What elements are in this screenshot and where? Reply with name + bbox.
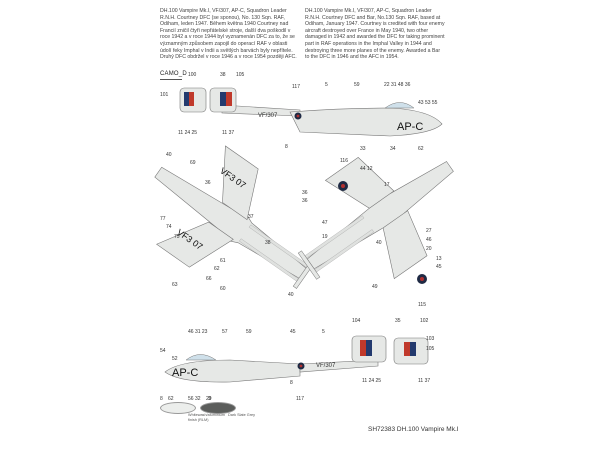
svg-text:60: 60 xyxy=(220,286,226,292)
svg-text:11 37: 11 37 xyxy=(418,378,430,384)
svg-text:8: 8 xyxy=(290,380,293,386)
serial-text: VF/307 xyxy=(258,113,278,119)
svg-text:43 53 55: 43 53 55 xyxy=(418,100,438,106)
svg-text:35: 35 xyxy=(395,318,401,324)
svg-text:19: 19 xyxy=(322,234,328,240)
caption-czech: DH.100 Vampire Mk.I, VF/307, AP-C, Squad… xyxy=(160,8,297,61)
camo-label: CAMO_D xyxy=(160,71,187,77)
svg-text:105: 105 xyxy=(426,346,435,352)
legend-text-2: Dark Slate Grey xyxy=(228,413,256,417)
svg-text:36: 36 xyxy=(205,180,211,186)
svg-text:103: 103 xyxy=(426,336,435,342)
svg-text:8: 8 xyxy=(285,144,288,150)
svg-text:36: 36 xyxy=(302,190,308,196)
svg-text:104: 104 xyxy=(352,318,361,324)
svg-text:27: 27 xyxy=(426,228,432,234)
svg-text:46: 46 xyxy=(426,237,432,243)
legend-swatch-2 xyxy=(200,402,236,414)
footer-title: SH72383 DH.100 Vampire Mk.I xyxy=(368,426,459,433)
top-planform-view: VF3 07 VF3 07 xyxy=(154,145,316,289)
svg-text:62: 62 xyxy=(168,396,174,402)
svg-text:77: 77 xyxy=(160,216,166,222)
svg-text:40: 40 xyxy=(288,292,294,298)
svg-text:VF/307: VF/307 xyxy=(316,363,336,369)
legend-number-2: 9 xyxy=(208,396,211,402)
svg-text:38: 38 xyxy=(220,72,226,78)
svg-text:74: 74 xyxy=(166,224,172,230)
code-text: AP-C xyxy=(397,121,423,133)
svg-text:33: 33 xyxy=(360,146,366,152)
svg-text:36: 36 xyxy=(302,198,308,204)
svg-text:40: 40 xyxy=(376,240,382,246)
svg-text:102: 102 xyxy=(420,318,429,324)
svg-text:47: 47 xyxy=(322,220,328,226)
svg-text:115: 115 xyxy=(418,302,426,308)
svg-text:11 24 25: 11 24 25 xyxy=(178,130,197,136)
legend-text-1: Whitewash/aluminium finish (RLM) xyxy=(188,413,225,422)
svg-text:37: 37 xyxy=(248,214,254,220)
svg-text:75: 75 xyxy=(174,234,180,240)
svg-text:59: 59 xyxy=(354,82,360,88)
svg-text:54: 54 xyxy=(160,348,166,354)
svg-text:11 37: 11 37 xyxy=(222,130,234,136)
svg-text:117: 117 xyxy=(296,396,304,402)
svg-text:17: 17 xyxy=(384,182,390,188)
caption-english: DH.100 Vampire Mk.I, VF/307, AP-C, Squad… xyxy=(305,8,445,61)
svg-text:5: 5 xyxy=(322,329,325,335)
svg-text:22 31 48 36: 22 31 48 36 xyxy=(384,82,411,88)
svg-text:45: 45 xyxy=(290,329,296,335)
svg-text:100: 100 xyxy=(188,72,197,78)
svg-text:63: 63 xyxy=(172,282,178,288)
svg-text:117: 117 xyxy=(292,84,300,90)
svg-text:105: 105 xyxy=(236,72,245,78)
svg-text:20: 20 xyxy=(426,246,432,252)
svg-text:13: 13 xyxy=(436,256,442,262)
svg-text:61: 61 xyxy=(220,258,226,264)
svg-text:AP-C: AP-C xyxy=(172,367,198,379)
svg-text:38: 38 xyxy=(265,240,271,246)
svg-text:34: 34 xyxy=(390,146,396,152)
svg-text:40: 40 xyxy=(166,152,172,158)
svg-text:45: 45 xyxy=(436,264,442,270)
svg-text:29: 29 xyxy=(206,396,212,402)
svg-text:116: 116 xyxy=(340,158,348,164)
svg-text:59: 59 xyxy=(246,329,252,335)
svg-text:11 24 25: 11 24 25 xyxy=(362,378,381,384)
legend-swatch-1 xyxy=(160,402,196,414)
legend-number-1: 8 xyxy=(160,396,163,402)
svg-text:69: 69 xyxy=(190,160,196,166)
svg-text:57: 57 xyxy=(222,329,228,335)
svg-text:56 32: 56 32 xyxy=(188,396,201,402)
svg-text:101: 101 xyxy=(160,92,169,98)
svg-text:62: 62 xyxy=(214,266,220,272)
camo-underline xyxy=(160,79,182,80)
svg-text:46 31 23: 46 31 23 xyxy=(188,329,208,335)
svg-text:44 12: 44 12 xyxy=(360,166,373,172)
svg-text:62: 62 xyxy=(418,146,424,152)
svg-text:5: 5 xyxy=(325,82,328,88)
bottom-planform-view xyxy=(297,157,454,280)
svg-text:52: 52 xyxy=(172,356,178,362)
svg-text:49: 49 xyxy=(372,284,378,290)
svg-text:66: 66 xyxy=(206,276,212,282)
